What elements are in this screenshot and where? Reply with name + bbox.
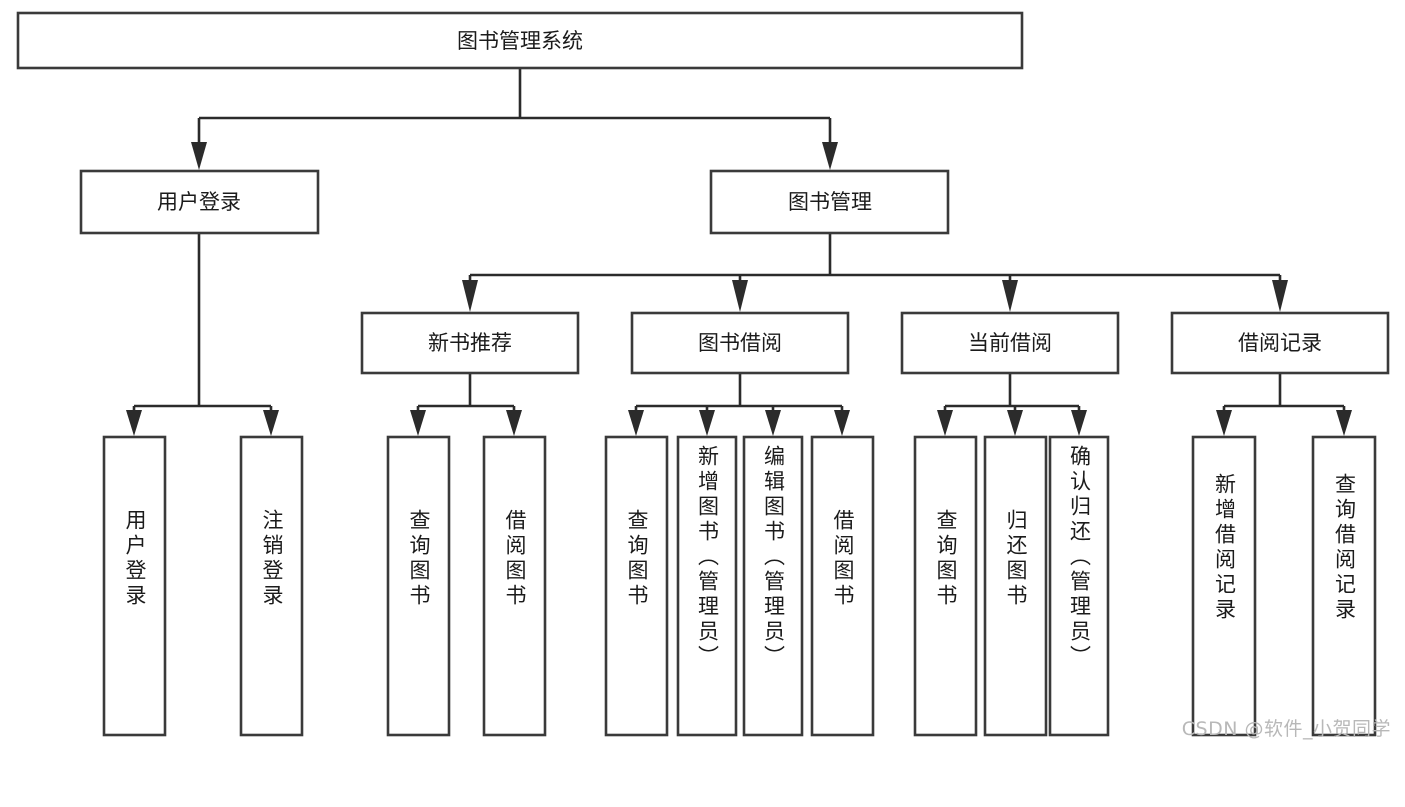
leaf-box-logout[interactable] — [239, 435, 304, 737]
arrow-to-current-borrow — [1002, 280, 1018, 312]
hierarchy-tree-svg: 图书管理系统 用户登录 图书管理 新书推荐 图书借阅 当前 — [16, 11, 1390, 737]
arrow-to-new-book-rec — [462, 280, 478, 312]
node-root-box[interactable] — [16, 11, 1024, 70]
node-borrow-record[interactable]: 借阅记录 — [1170, 311, 1390, 375]
node-current-borrow-box[interactable] — [900, 311, 1120, 375]
leaf-box-newbook-query[interactable] — [386, 435, 451, 737]
node-book-management-box[interactable] — [709, 169, 950, 235]
connectors-layer — [126, 68, 1352, 436]
node-user-login-box[interactable] — [79, 169, 320, 235]
leaf-box-newbook-borrow[interactable] — [482, 435, 547, 737]
csdn-watermark: CSDN @软件_小贺同学 — [1181, 718, 1391, 740]
node-book-borrow[interactable]: 图书借阅 — [630, 311, 850, 375]
node-current-borrow-label: 当前借阅 — [968, 331, 1052, 355]
arrow-to-leaf-bb-add — [699, 410, 715, 436]
leaf-box-br-add[interactable] — [1191, 435, 1257, 737]
arrow-to-leaf-logout — [263, 410, 279, 436]
arrow-to-leaf-newbook-borrow — [506, 410, 522, 436]
node-new-book-recommend-label: 新书推荐 — [428, 331, 512, 355]
arrow-to-borrow-record — [1272, 280, 1288, 312]
leaf-box-cb-confirm[interactable] — [1048, 435, 1110, 737]
node-user-login-label: 用户登录 — [157, 190, 241, 214]
leaf-box-bb-query[interactable] — [604, 435, 669, 737]
node-current-borrow[interactable]: 当前借阅 — [900, 311, 1120, 375]
arrow-to-leaf-newbook-query — [410, 410, 426, 436]
diagram-canvas: 图书管理系统 用户登录 图书管理 新书推荐 图书借阅 当前 — [16, 11, 1391, 740]
leaf-box-bb-edit[interactable] — [742, 435, 804, 737]
leaf-box-user-login[interactable] — [102, 435, 167, 737]
node-new-book-recommend-box[interactable] — [360, 311, 580, 375]
node-book-management[interactable]: 图书管理 — [709, 169, 950, 235]
node-borrow-record-label: 借阅记录 — [1238, 331, 1322, 355]
leaf-box-cb-return[interactable] — [983, 435, 1048, 737]
arrow-to-leaf-cb-confirm — [1071, 410, 1087, 436]
arrow-to-leaf-bb-borrow — [834, 410, 850, 436]
arrow-to-leaf-cb-return — [1007, 410, 1023, 436]
node-book-borrow-box[interactable] — [630, 311, 850, 375]
node-borrow-record-box[interactable] — [1170, 311, 1390, 375]
node-user-login[interactable]: 用户登录 — [79, 169, 320, 235]
arrow-to-book-borrow — [732, 280, 748, 312]
arrow-to-leaf-br-add — [1216, 410, 1232, 436]
nodes-layer: 图书管理系统 用户登录 图书管理 新书推荐 图书借阅 当前 — [16, 11, 1390, 737]
arrow-to-leaf-bb-edit — [765, 410, 781, 436]
leaf-box-bb-add[interactable] — [676, 435, 738, 737]
arrow-to-leaf-cb-query — [937, 410, 953, 436]
node-book-management-label: 图书管理 — [788, 190, 872, 214]
node-book-borrow-label: 图书借阅 — [698, 331, 782, 355]
arrow-to-user-login — [191, 142, 207, 170]
leaf-box-br-query[interactable] — [1311, 435, 1377, 737]
node-new-book-recommend[interactable]: 新书推荐 — [360, 311, 580, 375]
leaf-box-bb-borrow[interactable] — [810, 435, 875, 737]
arrow-to-leaf-user-login — [126, 410, 142, 436]
leaf-box-cb-query[interactable] — [913, 435, 978, 737]
node-root-label: 图书管理系统 — [457, 29, 583, 53]
node-root[interactable]: 图书管理系统 — [16, 11, 1024, 70]
arrow-to-book-mgmt — [822, 142, 838, 170]
arrow-to-leaf-br-query — [1336, 410, 1352, 436]
arrow-to-leaf-bb-query — [628, 410, 644, 436]
